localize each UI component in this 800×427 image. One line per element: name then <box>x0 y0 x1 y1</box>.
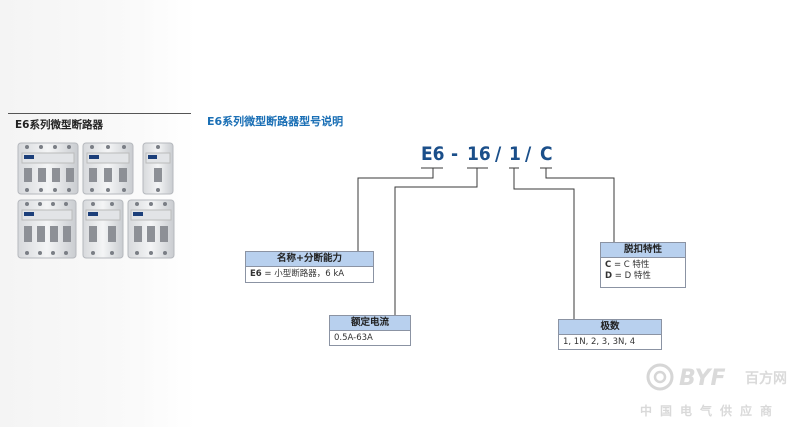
sidebar-divider <box>8 113 191 114</box>
breaker-4-pole-top <box>17 142 79 195</box>
model-code-series: E6 <box>421 143 445 165</box>
model-code-slash-1: / <box>495 143 502 165</box>
trip-characteristic-box: 脱扣特性 C = C 特性 D = D 特性 <box>600 242 686 288</box>
model-code-slash-2: / <box>525 143 532 165</box>
model-code-dash: - <box>451 143 459 165</box>
name-capacity-key: E6 <box>250 269 262 279</box>
trip-d-desc: = D 特性 <box>612 271 651 281</box>
poles-value: 1, 1N, 2, 3, 3N, 4 <box>563 337 636 347</box>
trip-c-desc: = C 特性 <box>611 260 650 270</box>
trip-characteristic-title: 脱扣特性 <box>601 243 685 258</box>
name-capacity-box: 名称+分断能力 E6 = 小型断路器，6 kA <box>245 251 374 283</box>
rated-current-value: 0.5A-63A <box>334 333 373 343</box>
trip-d-key: D <box>605 271 613 281</box>
name-capacity-title: 名称+分断能力 <box>246 252 373 267</box>
watermark-logo: BYF 百方网 <box>646 363 787 391</box>
rated-current-title: 额定电流 <box>330 316 410 331</box>
trip-characteristic-body: C = C 特性 D = D 特性 <box>601 258 685 284</box>
name-capacity-body: E6 = 小型断路器，6 kA <box>246 267 373 282</box>
breaker-2-pole-bottom <box>82 199 124 259</box>
breaker-3-pole-top <box>82 142 134 195</box>
name-capacity-desc: = 小型断路器，6 kA <box>261 269 345 279</box>
trip-c-key: C <box>605 260 612 270</box>
trip-c-line: C = C 特性 <box>605 260 681 271</box>
sidebar-title: E6系列微型断路器 <box>15 119 103 131</box>
model-code-trip: C <box>540 143 553 165</box>
page-title: E6系列微型断路器型号说明 <box>207 115 344 128</box>
breaker-3-pole-bottom <box>127 199 175 259</box>
trip-d-line: D = D 特性 <box>605 271 681 282</box>
poles-box: 极数 1, 1N, 2, 3, 3N, 4 <box>558 319 662 350</box>
breaker-product-photos <box>17 142 175 259</box>
watermark-brand-cn: 百方网 <box>745 370 787 387</box>
watermark-slogan: 中国电气供应商 <box>640 404 781 418</box>
poles-title: 极数 <box>559 320 661 335</box>
model-code-current: 16 <box>467 143 491 165</box>
model-code-poles: 1 <box>509 143 521 165</box>
breaker-4-pole-bottom <box>17 199 77 259</box>
rated-current-box: 额定电流 0.5A-63A <box>329 315 411 346</box>
watermark-brand: BYF <box>679 366 726 391</box>
breaker-1-pole-top <box>142 142 174 195</box>
